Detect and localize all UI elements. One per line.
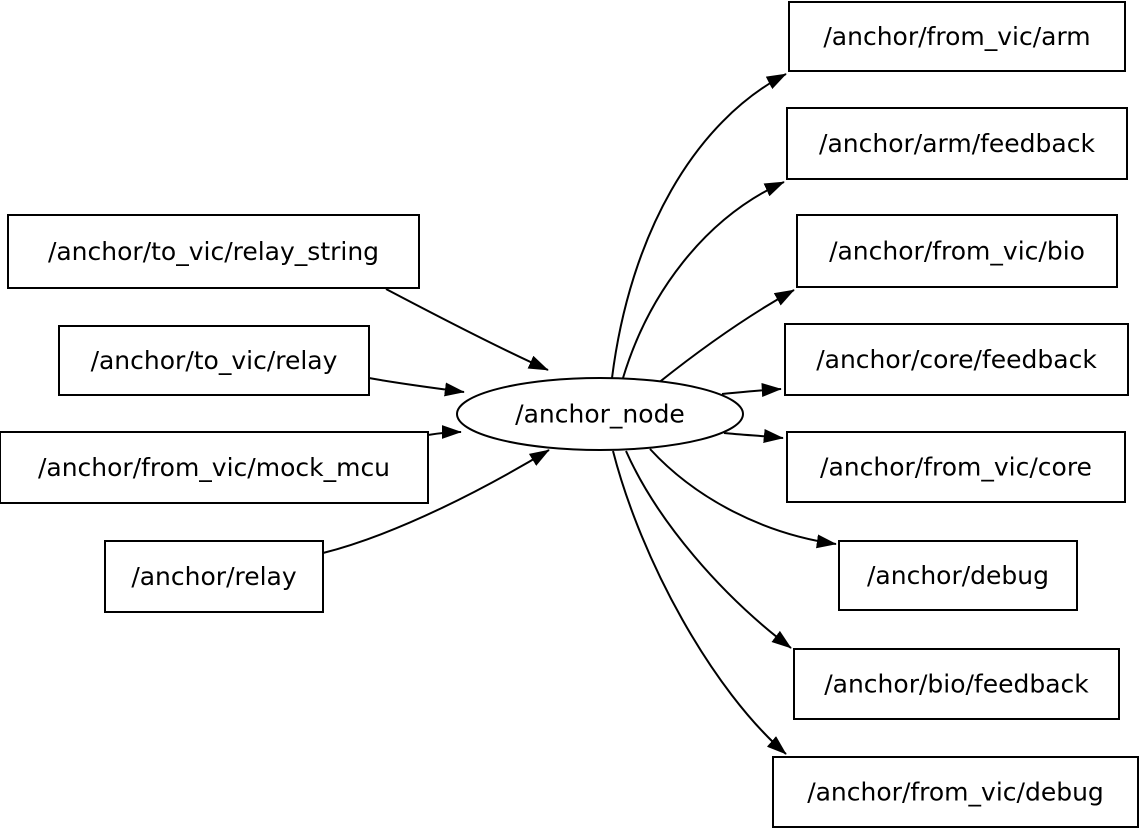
topic-label-from_vic_arm: /anchor/from_vic/arm	[823, 22, 1090, 51]
topic-box-debug	[838, 540, 1078, 611]
edge-relay-to-anchor_node	[322, 449, 550, 554]
topic-box-from_vic_core	[786, 431, 1126, 503]
topic-label-arm_feedback: /anchor/arm/feedback	[819, 129, 1095, 158]
topic-box-bio_feedback	[793, 648, 1120, 720]
topic-label-bio_feedback: /anchor/bio/feedback	[824, 670, 1089, 699]
topic-label-core_feedback: /anchor/core/feedback	[816, 345, 1097, 374]
edge-anchor_node-to-arm_feedback	[622, 181, 785, 379]
topic-label-relay: /anchor/relay	[131, 562, 297, 591]
edge-anchor_node-to-core_feedback	[721, 383, 782, 398]
topic-label-from_vic_core: /anchor/from_vic/core	[820, 453, 1092, 482]
topic-box-relay	[104, 540, 324, 613]
topic-label-from_vic_bio: /anchor/from_vic/bio	[829, 237, 1085, 266]
edge-to_vic_relay_string-to-anchor_node	[385, 288, 549, 371]
edge-anchor_node-to-from_vic_debug	[612, 450, 787, 755]
topic-label-to_vic_relay_string: /anchor/to_vic/relay_string	[48, 237, 379, 266]
topic-box-from_vic_bio	[796, 214, 1118, 288]
node-ellipse-anchor_node	[456, 377, 744, 451]
edge-anchor_node-to-from_vic_core	[723, 429, 784, 443]
topic-box-core_feedback	[784, 323, 1129, 396]
topic-box-from_vic_mock_mcu	[0, 431, 429, 504]
edge-from_vic_mock_mcu-to-anchor_node	[427, 425, 462, 440]
edge-anchor_node-to-bio_feedback	[625, 450, 792, 649]
topic-box-arm_feedback	[786, 107, 1128, 180]
edge-anchor_node-to-from_vic_arm	[611, 73, 787, 379]
topic-label-from_vic_debug: /anchor/from_vic/debug	[807, 778, 1104, 807]
edge-to_vic_relay-to-anchor_node	[368, 377, 465, 397]
node-label-anchor_node: /anchor_node	[515, 400, 685, 429]
topic-label-from_vic_mock_mcu: /anchor/from_vic/mock_mcu	[38, 453, 390, 482]
topic-label-to_vic_relay: /anchor/to_vic/relay	[91, 346, 338, 375]
topic-box-to_vic_relay_string	[7, 214, 420, 289]
topic-label-debug: /anchor/debug	[867, 561, 1049, 590]
topic-box-to_vic_relay	[58, 325, 370, 396]
topic-box-from_vic_arm	[788, 1, 1126, 72]
topic-box-from_vic_debug	[772, 756, 1139, 828]
edge-anchor_node-to-debug	[649, 448, 837, 549]
edge-anchor_node-to-from_vic_bio	[656, 289, 795, 385]
